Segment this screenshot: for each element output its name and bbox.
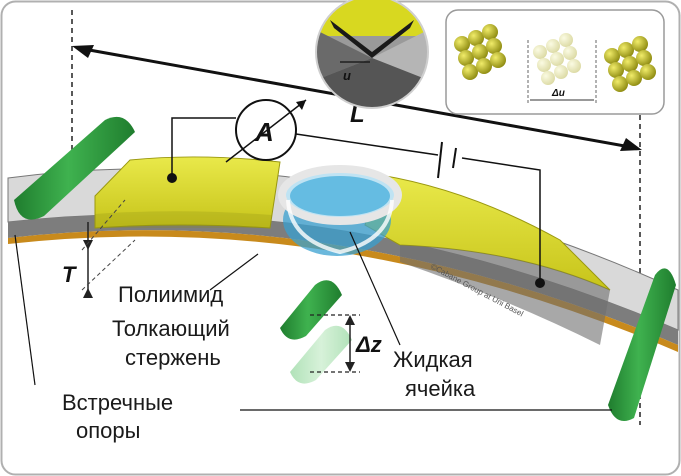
supports-pointer-left [14,234,36,386]
right-electrode-side [400,245,610,345]
left-electrode [94,156,281,229]
push-rod [280,280,342,340]
left-contact-dot [167,173,177,183]
atom-cluster-left [454,24,506,80]
liquid-cell-pointer [349,231,401,346]
thickness-arrowhead-top [83,240,93,250]
battery-plate-long [437,141,443,179]
wire-left [171,117,236,178]
push-rod-label-line1: Толкающий [112,316,230,341]
ammeter-label: A [254,117,274,147]
junction-inset: u [315,0,429,109]
ammeter-icon [235,99,297,161]
length-arrowhead-right [620,138,642,151]
polyimide-pointer [209,253,259,291]
inset-u-label: u [343,68,351,83]
left-electrode-side [95,162,280,228]
inset-delta-u-label: Δu [551,88,565,99]
polyimide-label: Полиимид [118,282,223,307]
support-left [14,116,135,220]
wire-right [461,157,541,282]
battery-plate-short [452,147,457,169]
support-right [608,268,676,422]
thickness-guide-bottom [81,239,136,291]
liquid-surface [290,176,390,216]
supports-label-line2: опоры [76,418,140,443]
liquid-cell-label-line1: Жидкая [393,347,473,372]
liquid-cell-label-line2: ячейка [405,376,476,401]
push-rod-ghost [290,325,352,384]
thickness-arrowhead-bottom [83,288,93,298]
push-rod-label-line2: стержень [125,345,221,370]
displacement-arrowhead-bottom [345,362,355,372]
atom-cluster-right [604,36,656,92]
supports-label-line1: Встречные [62,390,173,415]
atoms-inset: Δu [445,9,665,115]
liquid-cell-rim [286,199,394,255]
length-arrowhead-left [72,45,94,58]
ammeter-arrowhead [296,100,306,110]
right-contact-dot [535,278,545,288]
wire-mid [295,133,439,156]
ammeter-arrow [225,99,307,163]
thickness-label: T [62,262,77,287]
displacement-label: Δz [355,332,382,357]
displacement-arrowhead-top [345,315,355,325]
atom-cluster-middle [533,33,581,85]
thickness-guide-top [81,199,126,251]
